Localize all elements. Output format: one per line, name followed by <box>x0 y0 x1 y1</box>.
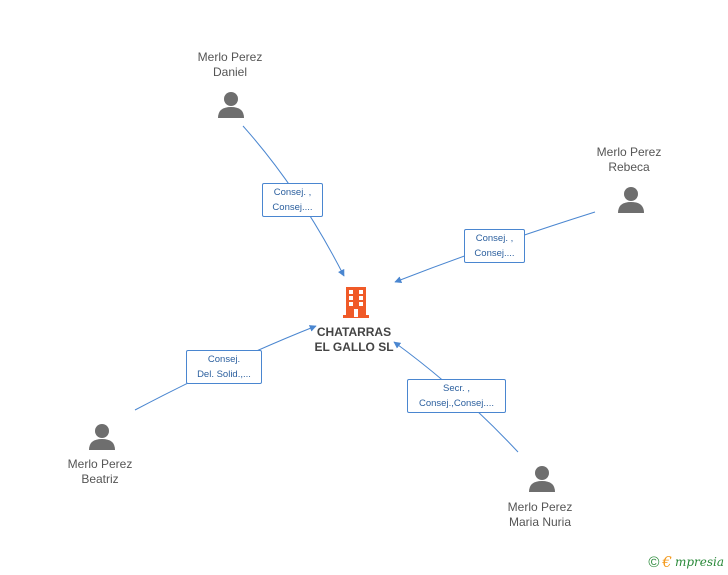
person-icon[interactable] <box>616 185 646 215</box>
person-firstname: Rebeca <box>608 160 650 174</box>
company-name-line1: CHATARRAS <box>316 325 392 339</box>
person-surname: Merlo Perez <box>67 457 133 471</box>
relation-role: Consej.,Consej.... <box>419 398 494 409</box>
relation-role: Consej.... <box>272 202 313 213</box>
person-name-rebeca[interactable]: Merlo Perez Rebeca <box>569 145 689 175</box>
person-firstname: Beatriz <box>81 472 119 486</box>
person-name-maria-nuria[interactable]: Merlo Perez Maria Nuria <box>480 500 600 530</box>
relation-role: Del. Solid.,... <box>197 369 251 380</box>
person-icon[interactable] <box>216 90 246 120</box>
person-firstname: Maria Nuria <box>508 515 571 529</box>
person-icon[interactable] <box>87 422 117 452</box>
person-icon[interactable] <box>527 464 557 494</box>
relation-role: Consej. , <box>273 187 312 198</box>
relation-label-beatriz[interactable]: Consej. Del. Solid.,... <box>186 350 262 384</box>
person-name-beatriz[interactable]: Merlo Perez Beatriz <box>40 457 160 487</box>
company-name[interactable]: CHATARRAS EL GALLO SL <box>299 325 409 355</box>
company-name-line2: EL GALLO SL <box>314 340 394 354</box>
relation-label-daniel[interactable]: Consej. , Consej.... <box>262 183 323 217</box>
relation-label-rebeca[interactable]: Consej. , Consej.... <box>464 229 525 263</box>
person-firstname: Daniel <box>212 65 248 79</box>
person-surname: Merlo Perez <box>507 500 573 514</box>
person-surname: Merlo Perez <box>596 145 662 159</box>
relation-role: Consej. , <box>475 233 514 244</box>
copyright-icon: © <box>648 553 660 571</box>
relation-role: Consej. <box>207 354 241 365</box>
footer-brand: © €mpresia <box>648 553 724 571</box>
relation-role: Secr. , <box>443 383 470 394</box>
building-icon[interactable] <box>341 285 371 319</box>
person-name-daniel[interactable]: Merlo Perez Daniel <box>170 50 290 80</box>
person-surname: Merlo Perez <box>197 50 263 64</box>
brand-logo-text: mpresia <box>674 555 724 569</box>
brand-logo-initial: € <box>662 553 672 571</box>
relation-label-maria-nuria[interactable]: Secr. , Consej.,Consej.... <box>407 379 506 413</box>
relation-role: Consej.... <box>474 248 515 259</box>
